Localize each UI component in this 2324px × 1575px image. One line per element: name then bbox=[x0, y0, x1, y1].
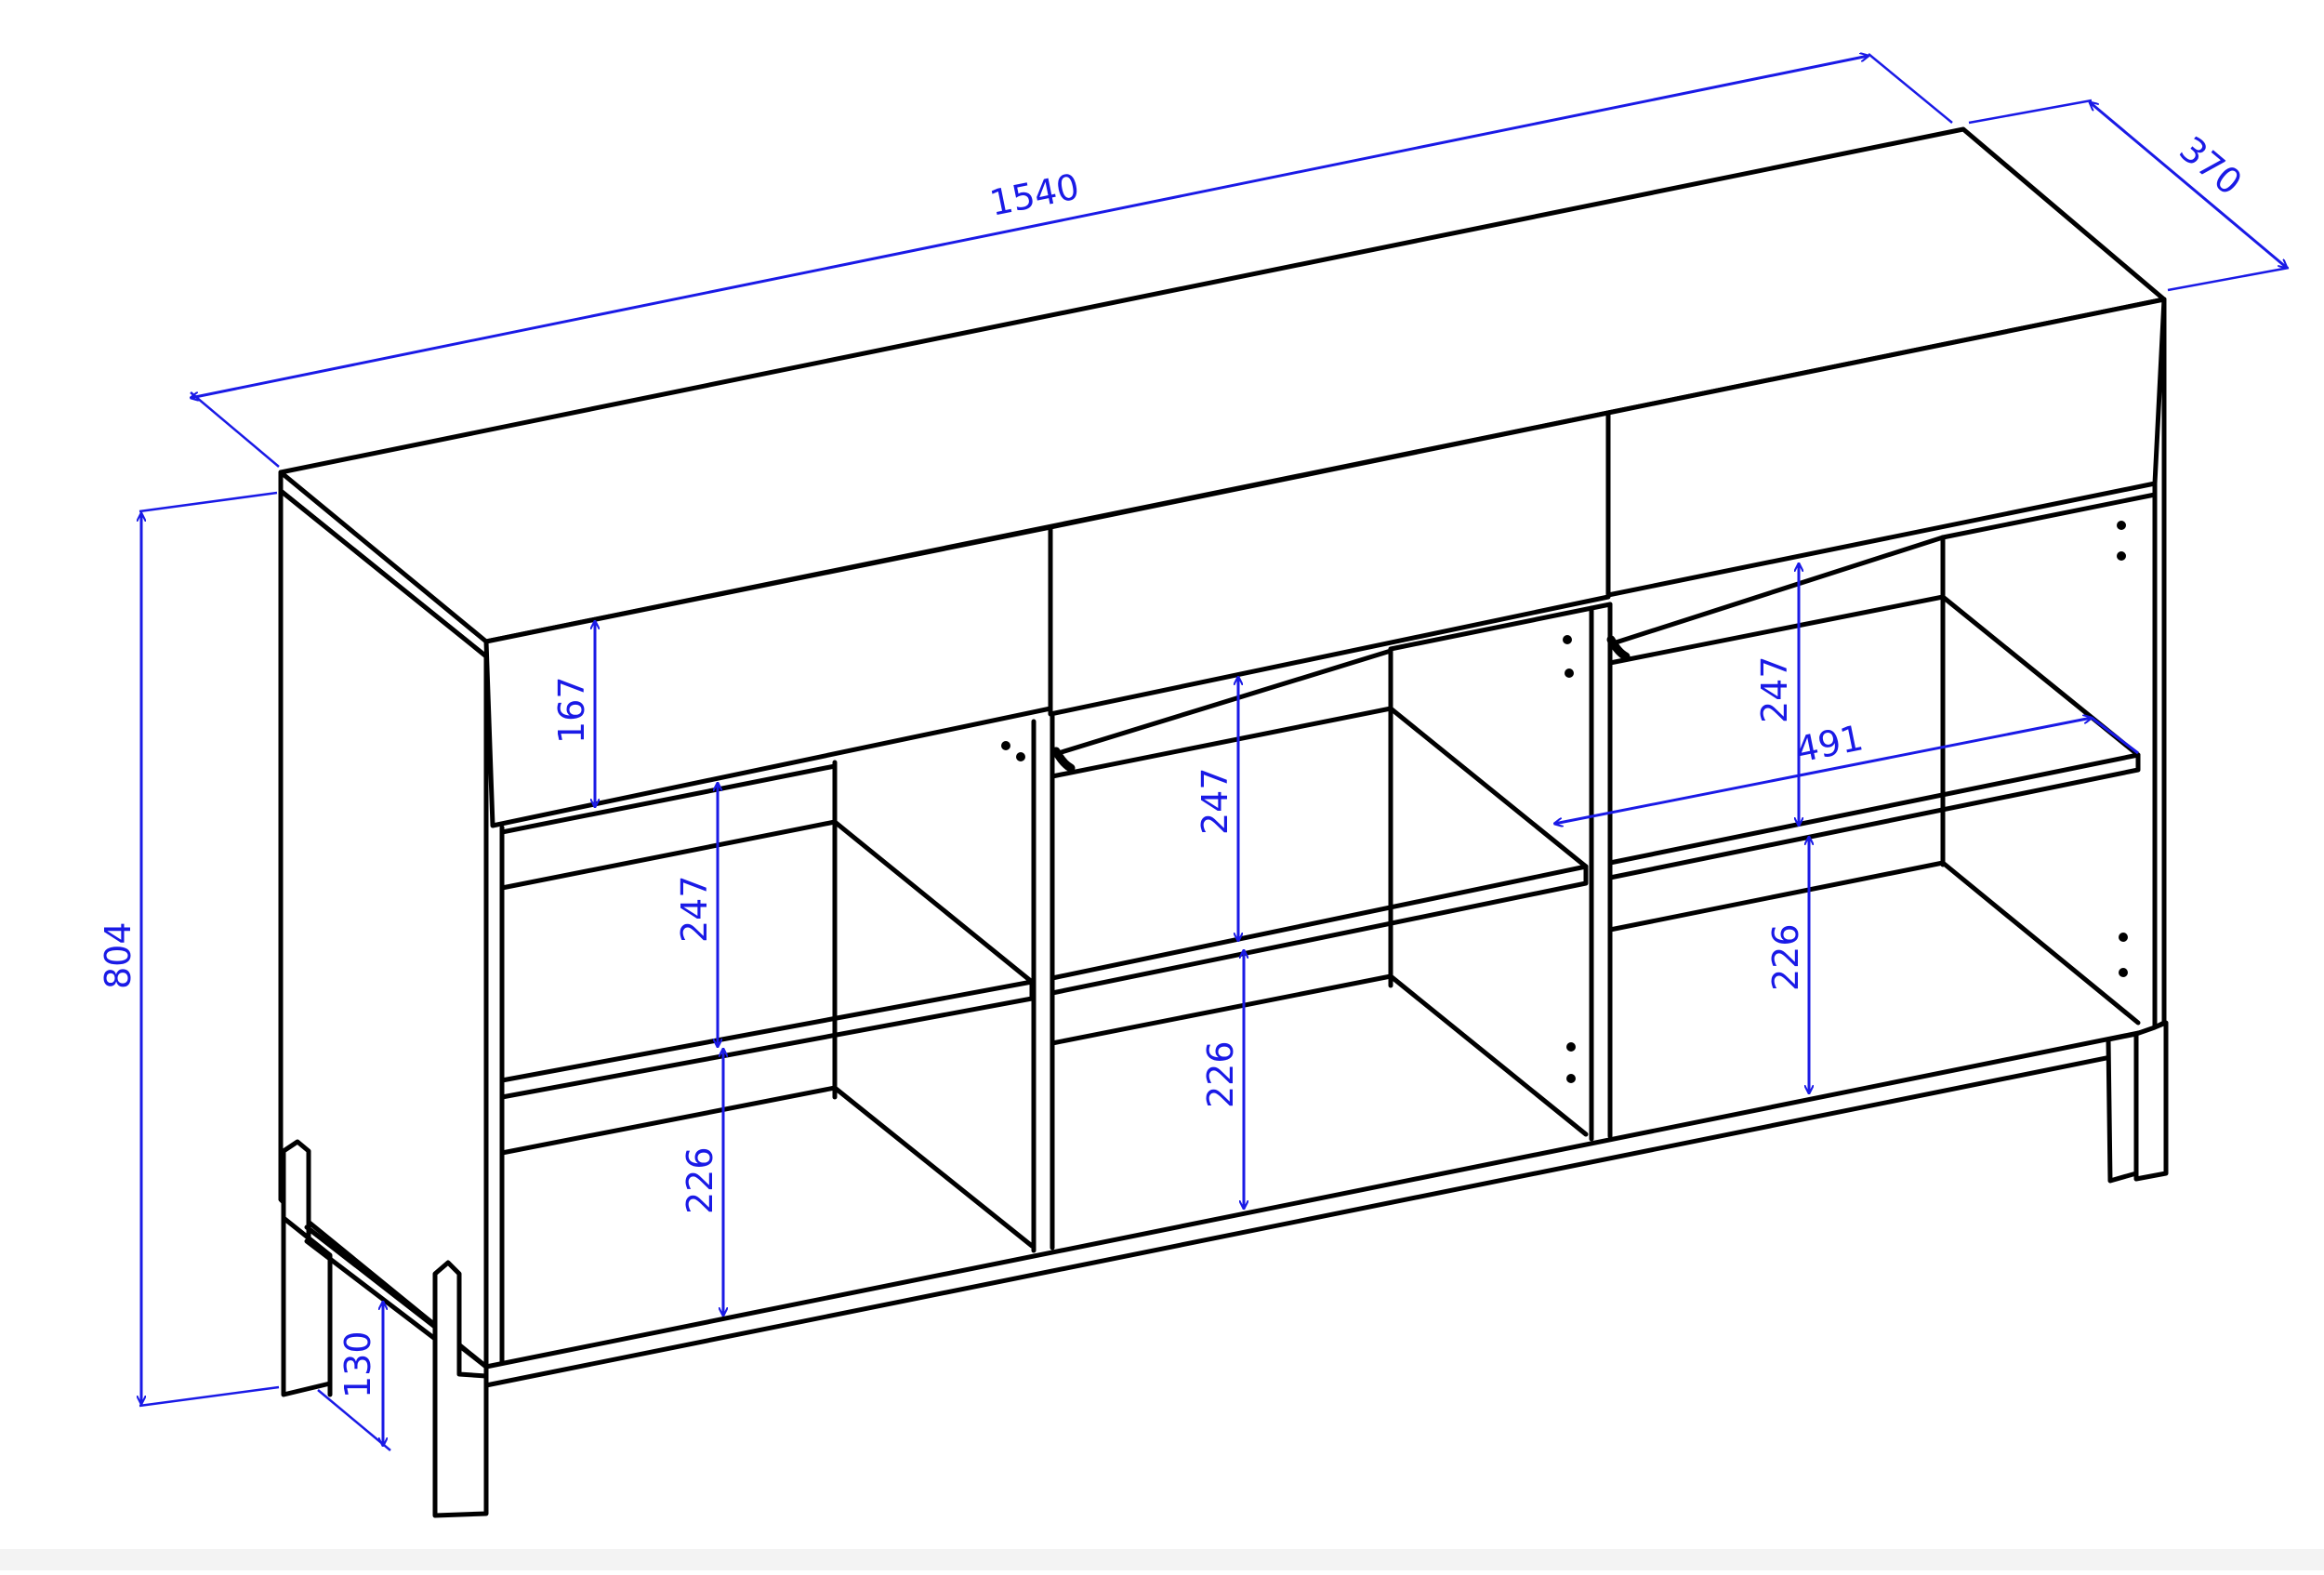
drawer-handle-icon bbox=[1051, 747, 1076, 773]
leg-brace-b bbox=[304, 1224, 438, 1328]
shelf1-front-1 bbox=[499, 979, 1035, 1100]
leg-right-front bbox=[2133, 1020, 2169, 1182]
back-top-3 bbox=[1607, 535, 1946, 647]
drawer-right bbox=[1605, 297, 2167, 598]
dim-total-width bbox=[191, 56, 1868, 398]
bottom-rail-lower bbox=[483, 1043, 2169, 1388]
ext-line bbox=[1868, 53, 1953, 124]
dim-shelf-depth bbox=[1554, 718, 2092, 824]
pin-hole bbox=[1566, 1042, 1576, 1052]
label-middle-upper: 247 bbox=[1195, 767, 1235, 835]
drawers bbox=[483, 297, 2167, 828]
page-footer-strip bbox=[0, 1549, 2324, 1570]
left-side-panel bbox=[278, 488, 489, 1370]
pin-hole bbox=[2117, 521, 2126, 530]
label-total-width: 1540 bbox=[986, 165, 1083, 223]
pin-hole bbox=[1566, 1074, 1576, 1083]
pin-hole bbox=[1565, 668, 1574, 678]
ext-line bbox=[190, 391, 280, 468]
shelf1-diag-2 bbox=[1388, 706, 1589, 869]
dimension-lines bbox=[139, 53, 2290, 1451]
label-depth: 370 bbox=[2172, 128, 2250, 203]
bottom-rail bbox=[483, 1025, 2169, 1370]
back-top-1 bbox=[499, 763, 838, 835]
shelf2-diag-1 bbox=[832, 1085, 1035, 1249]
label-right-lower: 226 bbox=[1765, 923, 1806, 991]
label-drawer-height: 167 bbox=[551, 676, 592, 744]
upper-back-2 bbox=[1388, 602, 1613, 652]
shelf1-back-1 bbox=[499, 819, 838, 891]
shelf-pin-holes bbox=[1001, 521, 2128, 1083]
dim-shelf-depth-tail bbox=[2091, 716, 2139, 755]
shelf2-back-1 bbox=[499, 1085, 838, 1156]
leg-front-left-foot bbox=[281, 1215, 333, 1397]
leg-right bbox=[2106, 1031, 2139, 1184]
leg-brace bbox=[304, 1238, 438, 1342]
ext-line bbox=[139, 491, 278, 513]
label-left-upper: 247 bbox=[674, 875, 715, 943]
shelf2-diag-2 bbox=[1388, 973, 1589, 1137]
dim-depth bbox=[2090, 102, 2287, 268]
pin-hole bbox=[2119, 968, 2128, 977]
shelf2-back-3 bbox=[1607, 860, 1946, 933]
back-top-2 bbox=[1050, 648, 1393, 758]
ext-line bbox=[139, 1385, 280, 1408]
ext-line bbox=[2167, 266, 2290, 292]
ext-line bbox=[1968, 99, 2093, 125]
pin-hole bbox=[2119, 933, 2128, 942]
leg-front-middle bbox=[432, 1260, 489, 1518]
compartments bbox=[499, 492, 2158, 1365]
label-middle-lower: 226 bbox=[1200, 1040, 1241, 1108]
pin-hole bbox=[1563, 635, 1572, 644]
shelf2-back-2 bbox=[1050, 973, 1393, 1046]
shelf1-back-3 bbox=[1607, 594, 1946, 666]
pin-hole bbox=[2117, 551, 2126, 561]
shelf1-front-2 bbox=[1050, 864, 1589, 996]
shelf2-diag-3 bbox=[1940, 860, 2141, 1026]
label-shelf-depth: 491 bbox=[1792, 717, 1867, 771]
label-left-lower: 226 bbox=[680, 1146, 720, 1214]
shelf1-front-3 bbox=[1607, 752, 2141, 880]
drawer-handle-icon bbox=[1606, 635, 1631, 661]
pin-hole bbox=[1001, 741, 1010, 750]
label-total-height: 804 bbox=[98, 921, 139, 989]
pin-hole bbox=[1016, 752, 1025, 761]
shelf1-back-2 bbox=[1050, 706, 1393, 779]
label-right-upper: 247 bbox=[1754, 655, 1795, 723]
label-leg-height: 130 bbox=[337, 1330, 378, 1398]
upper-back-3 bbox=[1940, 492, 2158, 540]
legs bbox=[281, 1020, 2169, 1518]
shelf1-diag-1 bbox=[832, 819, 1035, 985]
